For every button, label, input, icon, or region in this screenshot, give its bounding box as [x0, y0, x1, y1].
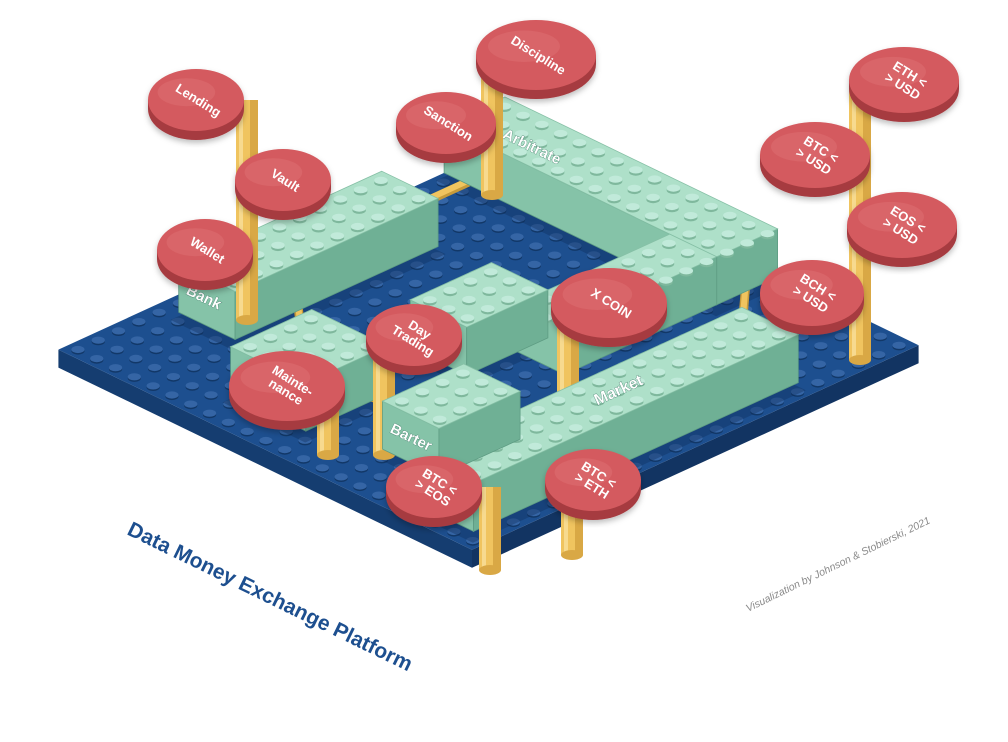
pole [479, 487, 501, 575]
credit-text: Visualization by Johnson & Stobierski, 2… [744, 515, 932, 615]
disk-discipline: Discipline [476, 20, 596, 99]
disk-eos-usd: EOS <> USD [847, 192, 957, 267]
disk-btc-eth: BTC <> ETH [545, 449, 641, 520]
disk-btc-eos: BTC <> EOS [386, 456, 482, 527]
baseplate-front-edge [58, 349, 473, 568]
disk-wallet: Wallet [157, 219, 253, 290]
disk-bch-usd: BCH <> USD [760, 260, 864, 335]
disk-sanction: Sanction [396, 92, 496, 163]
disk-maintenance: Mainte-nance [229, 351, 345, 430]
disk-lending: Lending [148, 69, 244, 140]
scene-layer: ArbitrateDisciplineSanctionBankLendingVa… [148, 20, 959, 575]
disk-eth-usd: ETH <> USD [849, 47, 959, 122]
disk-day-trading: DayTrading [366, 304, 462, 375]
disk-x-coin: X COIN [551, 268, 667, 347]
diagram-title: Data Money Exchange Platform [124, 518, 416, 676]
disk-vault: Vault [235, 149, 331, 220]
disk-btc-usd: BTC <> USD [760, 122, 870, 197]
